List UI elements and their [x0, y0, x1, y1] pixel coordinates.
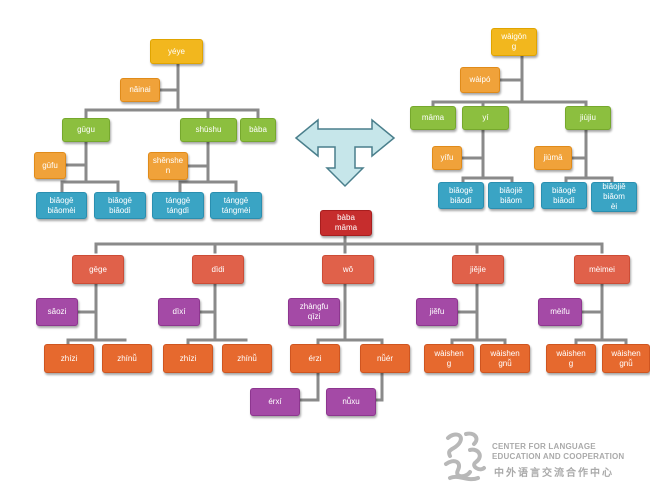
node-gufu: gūfu	[34, 152, 66, 179]
node-maternal-biaojie-biaomei-2: biǎojiě biǎom èi	[591, 182, 637, 212]
node-zhinu-2: zhínǚ	[222, 344, 272, 373]
node-erzi: érzi	[290, 344, 340, 373]
node-waigong: wàigōn g	[491, 28, 537, 56]
node-zhizi-1: zhízi	[44, 344, 94, 373]
node-zhangfu-qizi: zhàngfu qīzi	[288, 298, 340, 326]
node-tangge-tangdi: tánggē tángdì	[152, 192, 204, 219]
node-nuxu: nǚxu	[326, 388, 376, 416]
node-maternal-biaoge-biaodi-2: biǎogē biǎodì	[541, 182, 587, 209]
node-waishengnu-1: wàishen gnǚ	[480, 344, 530, 373]
node-biaoge-biaodi: biǎogē biǎodì	[94, 192, 146, 219]
node-wo: wǒ	[322, 255, 374, 284]
node-maternal-biaojie-biaomei-1: biǎojiě biǎom	[488, 182, 534, 209]
node-mama: māma	[410, 106, 456, 130]
node-gege: gēge	[72, 255, 124, 284]
node-didi: dìdi	[192, 255, 244, 284]
node-jiefu: jiěfu	[416, 298, 458, 326]
node-shenshen: shěnshe n	[148, 152, 188, 180]
node-maternal-biaoge-biaodi-1: biǎogē biǎodì	[438, 182, 484, 209]
node-tangge-tangmei: tánggē tángmèi	[210, 192, 262, 219]
node-yeye: yéye	[150, 39, 203, 64]
node-parents: bàba māma	[320, 210, 372, 236]
node-jiujiu: jiùjiu	[565, 106, 611, 130]
node-dixi: dìxí	[158, 298, 200, 326]
node-gugu: gūgu	[62, 118, 110, 142]
bidirectional-arrow-icon	[294, 118, 396, 188]
node-waisheng-1: wàishen g	[424, 344, 474, 373]
node-nuer: nǚér	[360, 344, 410, 373]
node-zhinu-1: zhínǚ	[102, 344, 152, 373]
node-waisheng-2: wàishen g	[546, 344, 596, 373]
node-nainai: nǎinai	[120, 78, 160, 102]
node-baba-paternal: bàba	[240, 118, 276, 142]
logo-line-1: CENTER FOR LANGUAGE	[492, 442, 596, 451]
node-saozi: sǎozi	[36, 298, 78, 326]
node-zhizi-2: zhízi	[163, 344, 213, 373]
node-shushu: shūshu	[180, 118, 237, 142]
node-meimei: mèimei	[574, 255, 630, 284]
node-waipo: wàipó	[460, 67, 500, 93]
logo-chinese: 中外语言交流合作中心	[494, 468, 614, 479]
logo: CENTER FOR LANGUAGE EDUCATION AND COOPER…	[440, 428, 650, 488]
logo-line-2: EDUCATION AND COOPERATION	[492, 452, 625, 461]
calligraphy-seal-icon	[444, 431, 486, 482]
node-jiuma: jiùmā	[534, 146, 572, 170]
node-jiejie: jiějie	[452, 255, 504, 284]
node-yi: yí	[462, 106, 509, 130]
node-erxi: érxí	[250, 388, 300, 416]
node-biaoge-biaomei: biǎogē biǎomèi	[36, 192, 87, 219]
node-meifu: mèifu	[538, 298, 582, 326]
node-yifu: yífu	[432, 146, 462, 170]
node-waishengnu-2: wàishen gnǚ	[602, 344, 650, 373]
